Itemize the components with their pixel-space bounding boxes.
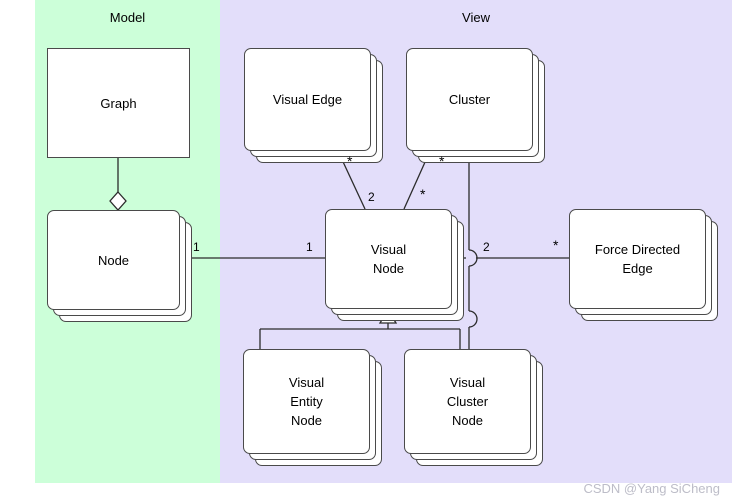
multiplicity-visualnode-top-right: * — [420, 186, 426, 202]
swimlane-title-view: View — [462, 10, 490, 25]
class-label: Visual Node — [370, 242, 407, 276]
class-box-force-directed-edge[interactable]: Force Directed Edge — [569, 209, 718, 321]
class-box-visual-edge[interactable]: Visual Edge — [244, 48, 383, 163]
multiplicity-cluster-end: * — [439, 153, 445, 169]
class-label: Cluster — [448, 92, 491, 107]
multiplicity-visualedge-end: * — [347, 153, 353, 169]
class-box-node[interactable]: Node — [47, 210, 192, 322]
class-box-face: Visual Cluster Node — [404, 349, 531, 454]
class-box-cluster[interactable]: Cluster — [406, 48, 545, 163]
class-box-visual-entity-node[interactable]: Visual Entity Node — [243, 349, 382, 466]
class-box-face: Graph — [47, 48, 190, 158]
class-box-face: Force Directed Edge — [569, 209, 706, 309]
multiplicity-fdedge-left: * — [553, 237, 559, 253]
class-box-face: Visual Entity Node — [243, 349, 370, 454]
class-label: Graph — [100, 95, 137, 111]
multiplicity-node-right: 1 — [193, 240, 200, 254]
class-box-face: Node — [47, 210, 180, 310]
multiplicity-visualnode-right: 2 — [483, 240, 490, 254]
class-label: Node — [97, 252, 130, 268]
class-label: Force Directed Edge — [594, 242, 681, 276]
class-box-face: Visual Edge — [244, 48, 371, 151]
class-box-face: Cluster — [406, 48, 533, 151]
swimlane-title-model: Model — [109, 10, 146, 25]
class-label: Visual Edge — [272, 92, 343, 107]
class-label: Visual Cluster Node — [446, 375, 489, 428]
class-box-visual-cluster-node[interactable]: Visual Cluster Node — [404, 349, 543, 466]
watermark: CSDN @Yang SiCheng — [583, 481, 720, 496]
multiplicity-visualnode-left: 1 — [306, 240, 313, 254]
class-box-graph[interactable]: Graph — [47, 48, 190, 158]
multiplicity-visualnode-top-left: 2 — [368, 190, 375, 204]
class-box-face: Visual Node — [325, 209, 452, 309]
class-box-visual-node[interactable]: Visual Node — [325, 209, 464, 321]
class-label: Visual Entity Node — [288, 375, 325, 428]
